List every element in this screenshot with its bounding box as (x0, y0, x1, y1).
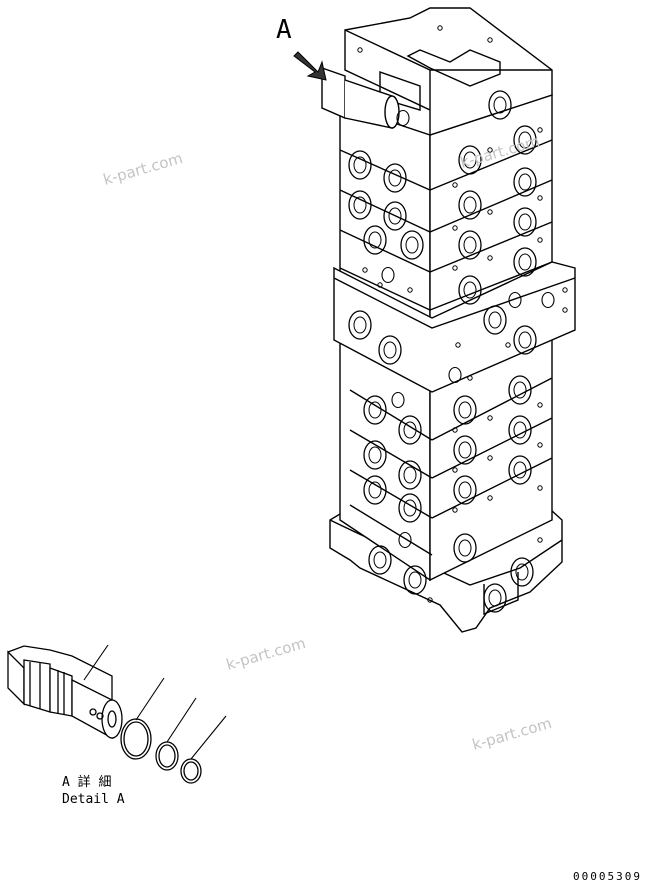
watermark-text: k-part.com (101, 149, 184, 189)
drawing-number: 00005309 (573, 870, 642, 883)
o-ring-medium (155, 741, 179, 771)
view-label: A (276, 15, 292, 45)
watermark-text: k-part.com (224, 634, 307, 674)
control-valve-assembly (321, 7, 576, 633)
watermark-text: k-part.com (470, 714, 553, 754)
detail-a-parts (7, 644, 227, 784)
spool-cartridge (7, 645, 123, 740)
view-arrow-icon (293, 51, 327, 81)
detail-label-en: Detail A (62, 792, 125, 807)
o-ring-large (120, 718, 152, 760)
o-ring-small (180, 758, 202, 784)
detail-label-jp: A 詳 細 (62, 774, 111, 790)
